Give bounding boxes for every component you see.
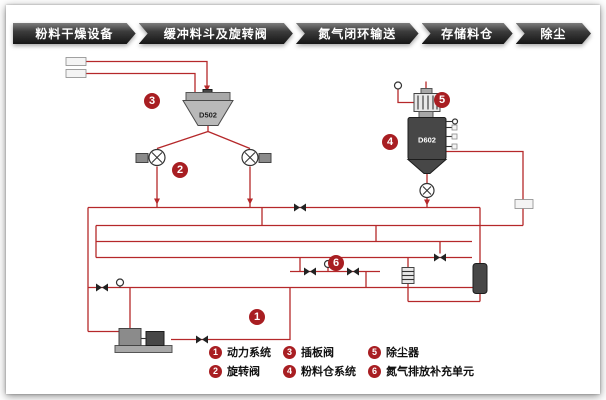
equipment-label-d502: D502: [199, 111, 217, 120]
tab-storage-silo[interactable]: 存储料仓: [422, 23, 513, 44]
legend-item-slide-gate-valve: 3 插板阀: [283, 345, 356, 359]
equipment-label-d602: D602: [418, 136, 436, 145]
inline-filter: [401, 267, 415, 284]
legend-label: 粉料仓系统: [301, 366, 356, 378]
inline-valves: [96, 203, 446, 344]
legend-label: 插板阀: [301, 347, 334, 359]
legend-marker: 4: [283, 364, 296, 378]
legend-item-rotary-valve: 2 旋转阀: [209, 364, 271, 378]
diagram-marker-dust-collector: 5: [434, 92, 450, 108]
inlet-stream-tags: [65, 57, 87, 78]
legend-label: 除尘器: [386, 347, 419, 359]
diagram-marker-slide-gate: 3: [144, 93, 160, 109]
right-buffer-vessel: [472, 263, 488, 294]
process-step-ribbon: 粉料干燥设备 缓冲料斗及旋转阀 氮气闭环输送 存储料仓 除尘: [13, 23, 591, 44]
legend-marker: 5: [368, 345, 381, 359]
legend-marker: 1: [209, 345, 222, 359]
buffer-hopper-d502: D502: [182, 92, 234, 126]
tab-buffer-hopper-rotary-valve[interactable]: 缓冲料斗及旋转阀: [139, 23, 293, 44]
diagram-marker-power-system: 1: [249, 309, 265, 325]
tab-nitrogen-closed-loop-conveying[interactable]: 氮气闭环输送: [296, 23, 419, 44]
legend-item-powder-silo-system: 4 粉料仓系统: [283, 364, 356, 378]
legend-item-dust-collector: 5 除尘器: [368, 345, 474, 359]
tab-powder-drying-equipment[interactable]: 粉料干燥设备: [13, 23, 136, 44]
legend-marker: 3: [283, 345, 296, 359]
legend: 1 动力系统 2 旋转阀 3 插板阀 4 粉料仓系统: [209, 345, 474, 378]
legend-marker: 2: [209, 364, 222, 378]
legend-column-3: 5 除尘器 6 氮气排放补充单元: [368, 345, 474, 378]
legend-item-nitrogen-replenish-unit: 6 氮气排放补充单元: [368, 364, 474, 378]
storage-silo-d602: D602: [406, 111, 459, 174]
slide-canvas: 粉料干燥设备 缓冲料斗及旋转阀 氮气闭环输送 存储料仓 除尘: [6, 5, 600, 394]
silo-discharge-rotary-valve: [419, 182, 435, 199]
legend-label: 氮气排放补充单元: [386, 366, 474, 378]
rotary-valve-right: [241, 148, 272, 167]
instrument-tag-box: [514, 199, 534, 209]
diagram-marker-silo-system: 4: [382, 134, 398, 150]
legend-label: 旋转阀: [227, 366, 260, 378]
diagram-marker-rotary-valve: 2: [172, 162, 188, 178]
diagram-marker-nitrogen-unit: 6: [328, 255, 344, 271]
legend-item-power-system: 1 动力系统: [209, 345, 271, 359]
legend-label: 动力系统: [227, 347, 271, 359]
legend-column-2: 3 插板阀 4 粉料仓系统: [283, 345, 356, 378]
legend-column-1: 1 动力系统 2 旋转阀: [209, 345, 271, 378]
legend-marker: 6: [368, 364, 381, 378]
blower-power-package: [114, 328, 173, 353]
dust-collector: [393, 81, 441, 112]
tab-dust-removal[interactable]: 除尘: [516, 23, 591, 44]
process-flow-diagram: D502: [65, 57, 534, 353]
rotary-valve-left: [135, 148, 166, 167]
